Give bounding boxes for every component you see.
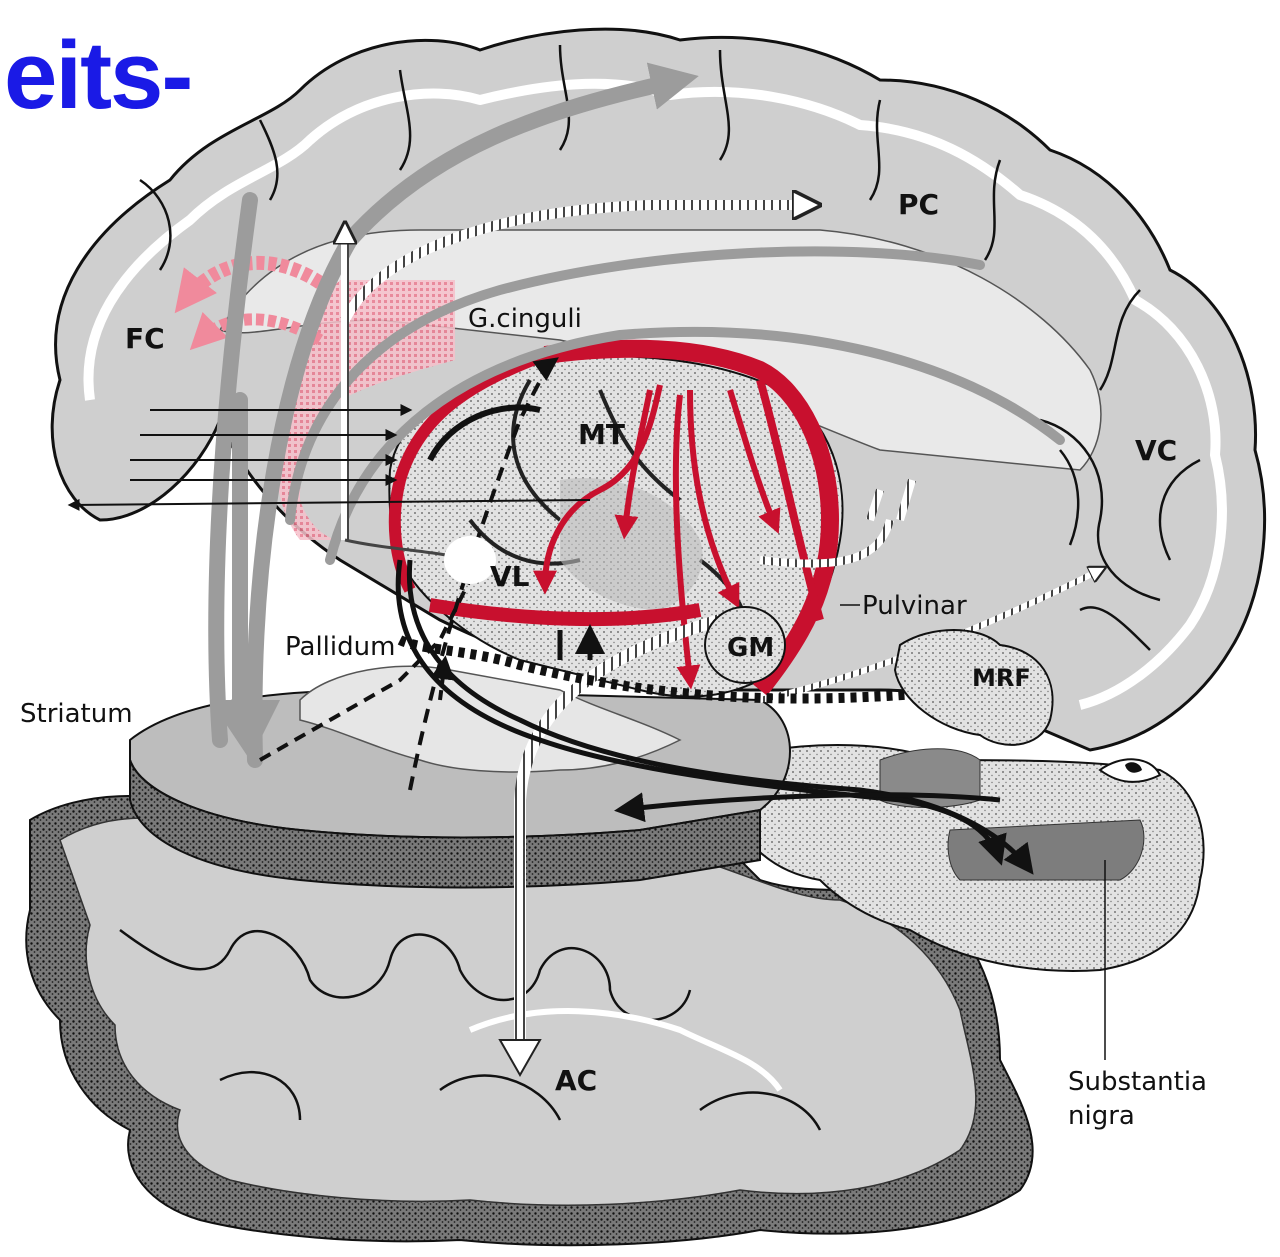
label-ac: AC <box>555 1064 597 1097</box>
label-mrf: MRF <box>972 664 1031 692</box>
label-vl: VL <box>490 560 530 593</box>
label-striatum: Striatum <box>20 699 133 729</box>
label-substantia-nigra-line1: Substantia <box>1068 1067 1207 1097</box>
label-vc: VC <box>1135 434 1177 467</box>
label-g-cinguli: G.cinguli <box>468 304 582 334</box>
label-gm: GM <box>727 633 774 663</box>
label-substantia-nigra-line2: nigra <box>1068 1101 1135 1131</box>
label-pallidum: Pallidum <box>285 632 395 662</box>
label-mt: MT <box>578 418 625 451</box>
label-pc: PC <box>898 188 939 221</box>
label-pulvinar: Pulvinar <box>862 591 967 621</box>
label-fc: FC <box>125 322 165 355</box>
